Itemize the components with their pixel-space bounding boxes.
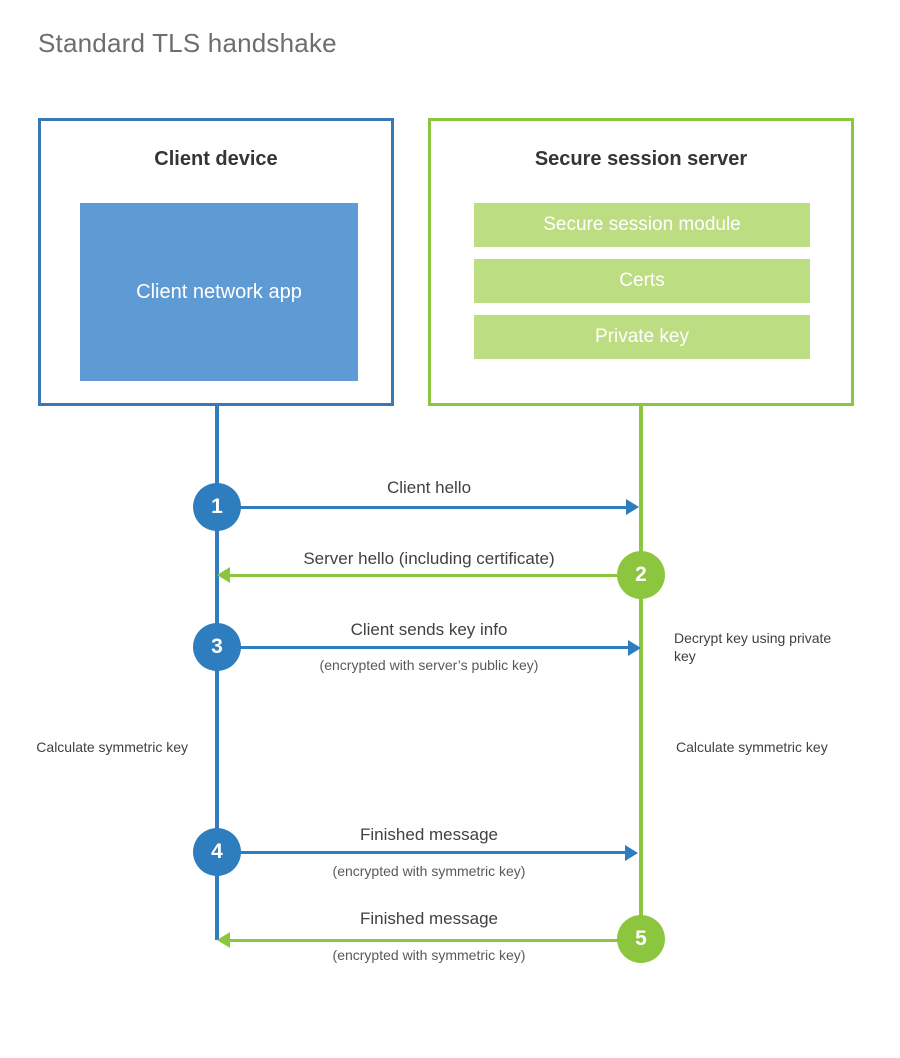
step-5-sublabel: (encrypted with symmetric key) xyxy=(332,947,526,963)
step-4-label: Finished message xyxy=(360,825,498,844)
step-2-arrow-line xyxy=(230,574,641,577)
step-1-arrow-line xyxy=(217,506,627,509)
step-4-badge: 4 xyxy=(193,828,241,876)
step-2-label: Server hello (including certificate) xyxy=(303,549,555,568)
step-1-arrow-head-icon xyxy=(626,499,639,515)
client-device-title: Client device xyxy=(154,148,278,170)
step-4-sublabel: (encrypted with symmetric key) xyxy=(332,863,526,879)
server-component-secure-session-module: Secure session module xyxy=(474,203,810,247)
step-4-arrow-head-icon xyxy=(625,845,638,861)
client-lifeline xyxy=(215,406,219,940)
server-component-stack: Secure session module Certs Private key xyxy=(474,203,810,359)
client-calculate-symmetric-key-note: Calculate symmetric key xyxy=(36,739,188,755)
client-network-app-block: Client network app xyxy=(80,203,358,381)
step-3-arrow-line xyxy=(217,646,634,649)
step-5-badge: 5 xyxy=(617,915,665,963)
step-1-label: Client hello xyxy=(386,478,472,497)
step-1-badge: 1 xyxy=(193,483,241,531)
step-3-arrow-head-icon xyxy=(628,640,641,656)
server-component-certs: Certs xyxy=(474,259,810,303)
client-device-box: Client device Client network app xyxy=(38,118,394,406)
secure-session-server-box: Secure session server Secure session mod… xyxy=(428,118,854,406)
step-3-label: Client sends key info xyxy=(350,620,508,639)
step-4-arrow-line xyxy=(217,851,627,854)
step-5-arrow-line xyxy=(230,939,641,942)
server-lifeline xyxy=(639,406,643,939)
secure-session-server-title: Secure session server xyxy=(534,148,748,170)
step-3-badge: 3 xyxy=(193,623,241,671)
server-calculate-symmetric-key-note: Calculate symmetric key xyxy=(676,739,828,755)
step-2-arrow-head-icon xyxy=(217,567,230,583)
server-component-private-key: Private key xyxy=(474,315,810,359)
step-5-label: Finished message xyxy=(360,909,498,928)
step-5-arrow-head-icon xyxy=(217,932,230,948)
server-decrypt-note: Decrypt key using private key xyxy=(674,630,832,664)
page-title: Standard TLS handshake xyxy=(38,28,337,58)
step-3-sublabel: (encrypted with server’s public key) xyxy=(319,657,539,673)
step-2-badge: 2 xyxy=(617,551,665,599)
